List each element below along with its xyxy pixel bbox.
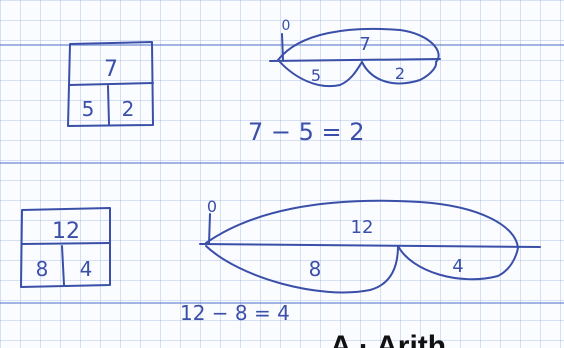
box-top-part-left: 5 — [82, 97, 95, 121]
part-whole-box-bottom — [20, 207, 111, 288]
diagram-top-origin: 0 — [282, 18, 291, 34]
diagram-bottom-total: 12 — [351, 217, 374, 238]
notebook-rule — [0, 302, 564, 304]
notebook-rule — [0, 162, 564, 164]
diagram-top-total: 7 — [359, 34, 370, 55]
box-bottom-total: 12 — [52, 219, 80, 244]
part-whole-box-top — [67, 41, 154, 127]
box-bottom-part-right: 4 — [80, 257, 93, 281]
equation-top: 7 − 5 = 2 — [248, 118, 365, 146]
diagram-bottom-origin: 0 — [207, 197, 217, 216]
box-bottom-part-left: 8 — [36, 257, 49, 281]
caption-text: A · Arith — [330, 330, 447, 348]
diagram-bottom-part-left: 8 — [309, 257, 322, 281]
diagram-top-part-left: 5 — [311, 66, 321, 85]
box-top-part-right: 2 — [122, 97, 135, 121]
diagram-top-part-right: 2 — [395, 64, 405, 83]
box-top-total: 7 — [104, 57, 118, 82]
number-line-diagram-bottom — [199, 199, 541, 294]
number-line-diagram-top — [269, 27, 441, 88]
equation-bottom: 12 − 8 = 4 — [180, 301, 290, 325]
diagram-bottom-part-right: 4 — [452, 256, 463, 277]
